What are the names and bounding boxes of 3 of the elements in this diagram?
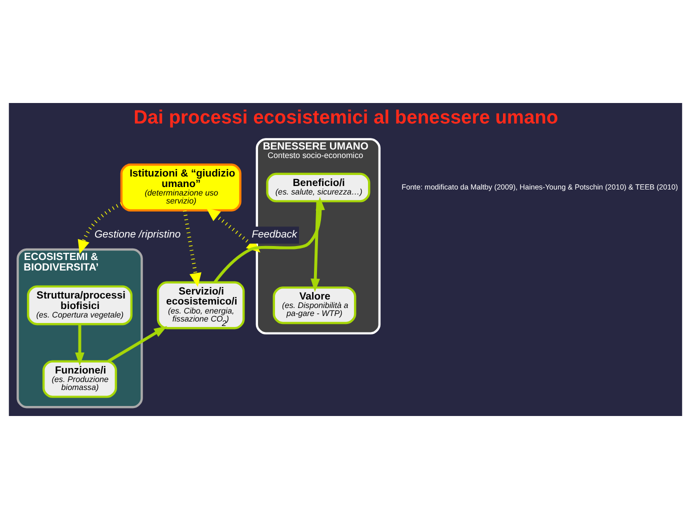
diagram-title: Dai processi ecosistemici al benessere umano [134,107,558,128]
edge-label: Gestione /ripristino [94,229,181,240]
label: Fonte: modificato da Maltby (2009), Haines-Young & Potschin (2010) & TEEB (2010) [402,182,678,191]
